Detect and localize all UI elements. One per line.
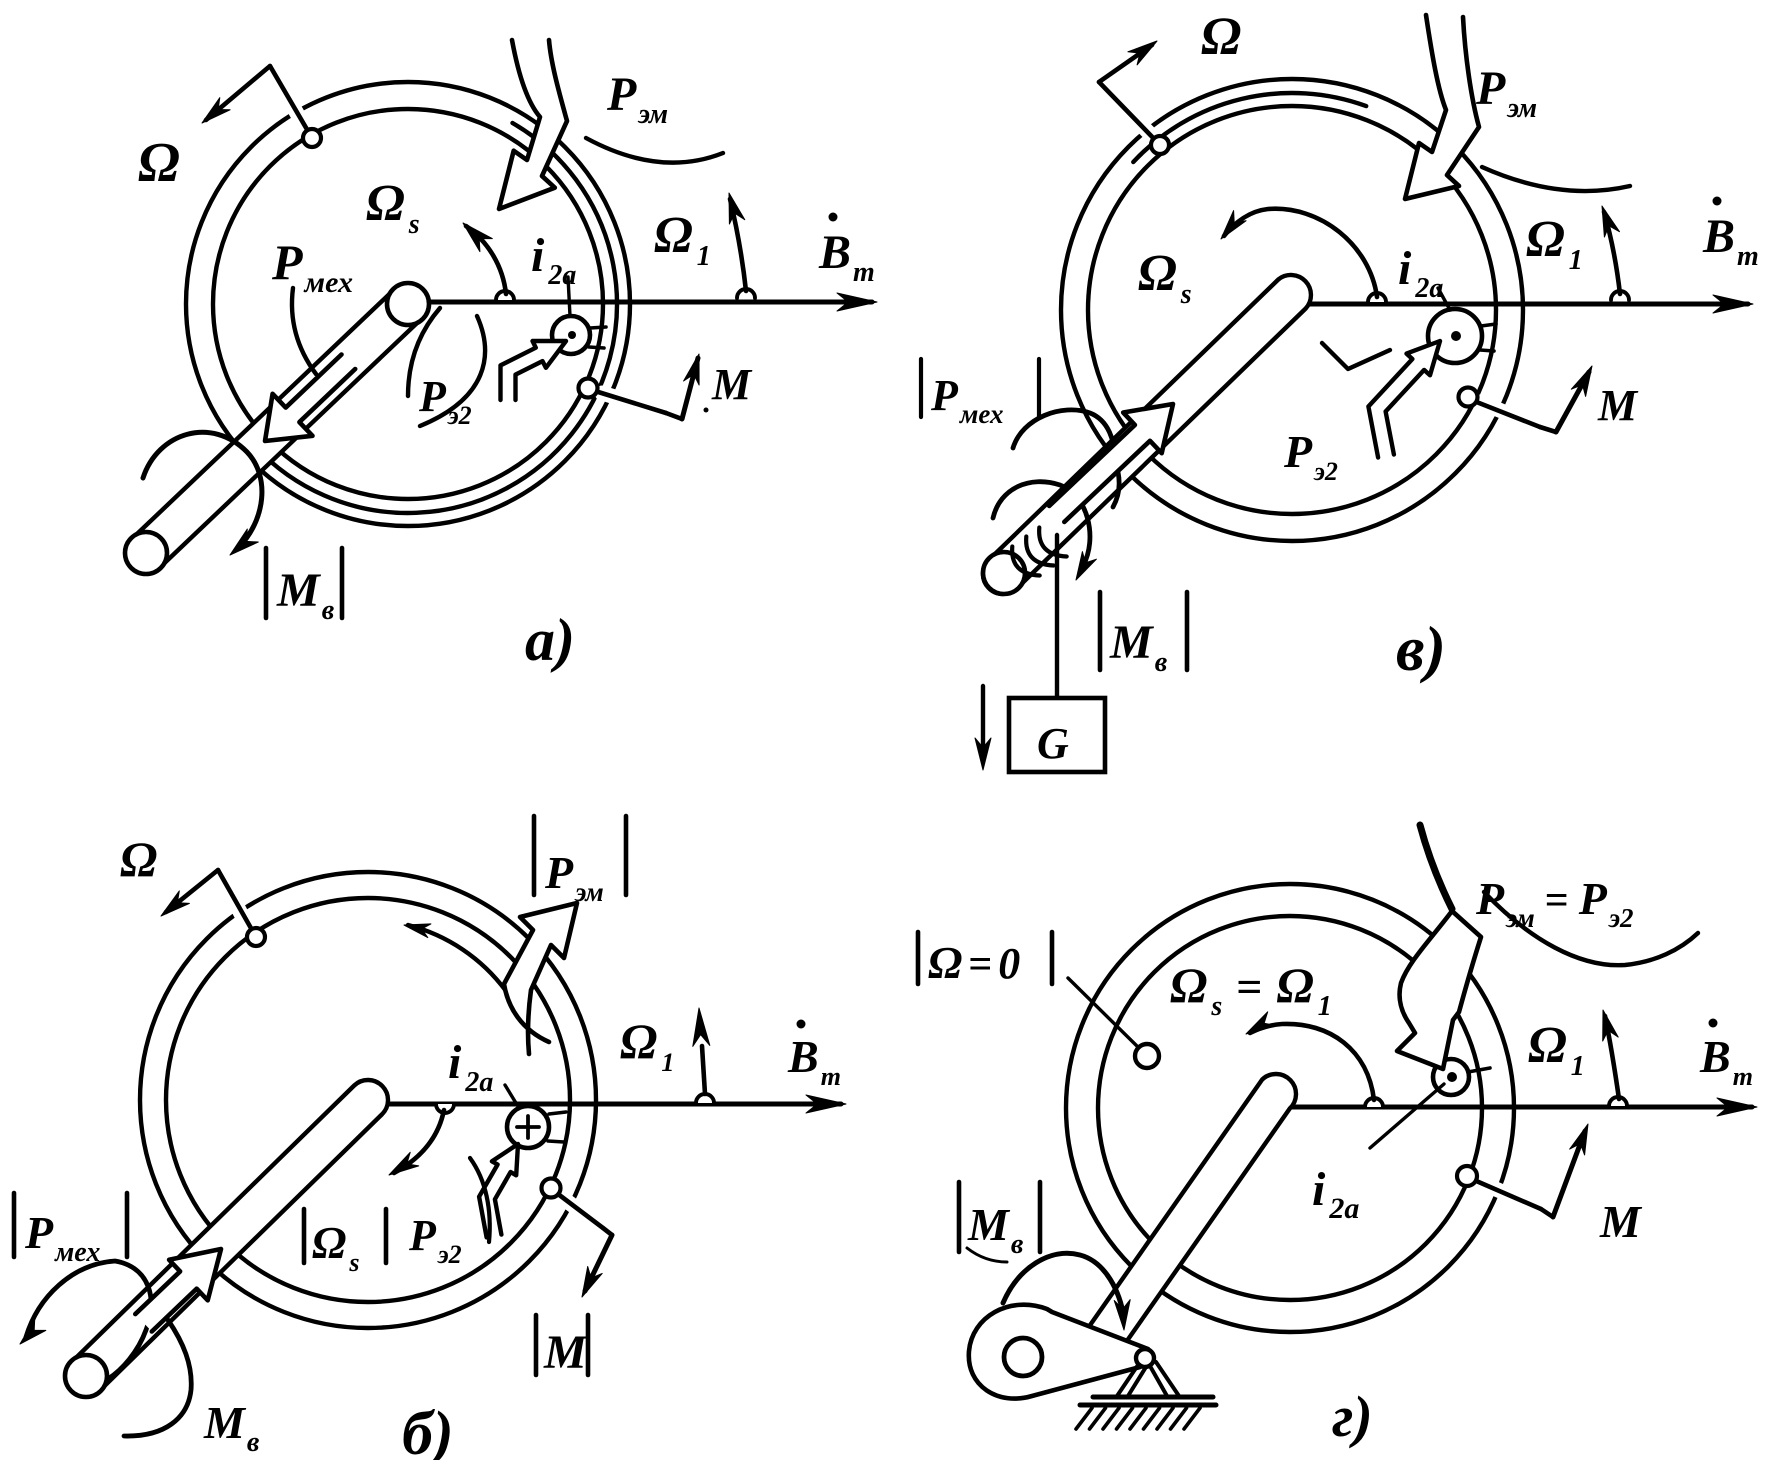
svg-text:Bm: Bm bbox=[818, 226, 875, 288]
svg-text:Bm: Bm bbox=[787, 1031, 841, 1091]
svg-text:M: M bbox=[1599, 1196, 1643, 1247]
svg-text:в): в) bbox=[1396, 613, 1446, 684]
svg-text:M: M bbox=[543, 1326, 589, 1379]
svg-text:Ω: Ω bbox=[120, 831, 157, 887]
svg-text:G: G bbox=[1037, 719, 1069, 768]
svg-text:г): г) bbox=[1332, 1384, 1373, 1449]
svg-text:a): a) bbox=[525, 607, 575, 673]
svg-text:i2a: i2a bbox=[1312, 1163, 1359, 1225]
svg-text:M: M bbox=[711, 360, 753, 409]
svg-text:M: M bbox=[1597, 381, 1639, 430]
svg-text:Ωs=Ω1: Ωs=Ω1 bbox=[1170, 957, 1332, 1022]
svg-text:Ω: Ω bbox=[1201, 6, 1241, 66]
svg-text:Ω: Ω bbox=[138, 132, 180, 194]
svg-text:Ω=0: Ω=0 bbox=[928, 937, 1020, 988]
svg-text:б): б) bbox=[402, 1400, 454, 1460]
